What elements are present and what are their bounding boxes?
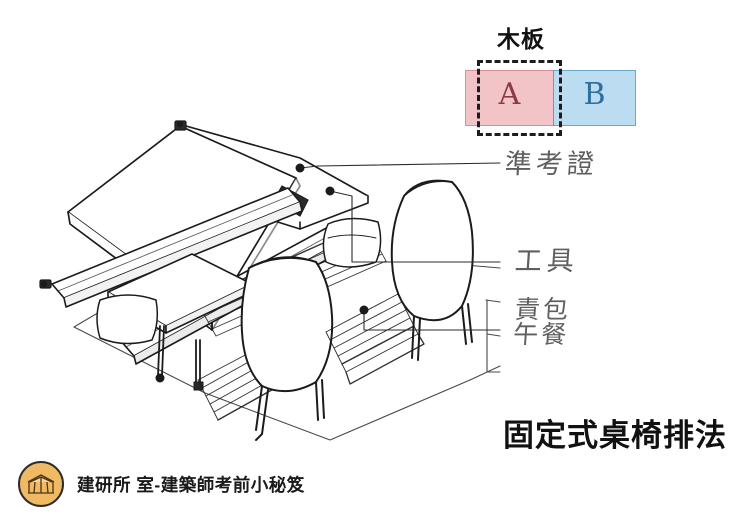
annotation-lunch-line1: 責包 (513, 295, 572, 324)
parallel-rule-lower (119, 225, 347, 365)
seat-pad-rear (325, 293, 425, 385)
wood-block-a-letter: A (498, 77, 521, 112)
annotation-tools: 工具 (513, 246, 580, 277)
footer-branding: 建研所 室-建築師考前小秘笈 (18, 461, 305, 507)
page-title: 固定式桌椅排法 (503, 418, 727, 453)
footer-brand-text: 建研所 室-建築師考前小秘笈 (77, 474, 305, 495)
paper-stack-rear (195, 223, 387, 337)
wood-board-title: 木板 (497, 26, 545, 52)
wood-block-b-letter: B (583, 77, 606, 112)
chair-back (390, 179, 474, 361)
leader-lines (295, 162, 501, 331)
corner-dots (40, 120, 184, 288)
seat-cushion-rear (322, 217, 382, 268)
wood-board-diagram: 木板 A B (455, 28, 655, 140)
desk-legs (155, 291, 259, 391)
highlight-dashed-outline (477, 60, 562, 136)
board-clamp (39, 120, 309, 326)
seat-cushion-left (96, 294, 159, 345)
chair-front (240, 256, 334, 441)
desk-shelf-left (107, 253, 253, 334)
desk-top-rear (175, 125, 369, 230)
annotation-exam-ticket: 準考證 (503, 149, 599, 180)
pavilion-roof-glyph (27, 474, 55, 494)
annotation-lunch-line2: 午餐 (512, 319, 571, 349)
parallel-rule (51, 187, 303, 308)
drafting-board (67, 125, 301, 331)
annotation-lunch: 責包 午餐 (512, 295, 572, 349)
seat-pad-front (197, 342, 287, 421)
pavilion-roof-icon (18, 461, 64, 507)
wood-block-b[interactable]: B (553, 70, 636, 126)
floor-plane (73, 223, 501, 441)
